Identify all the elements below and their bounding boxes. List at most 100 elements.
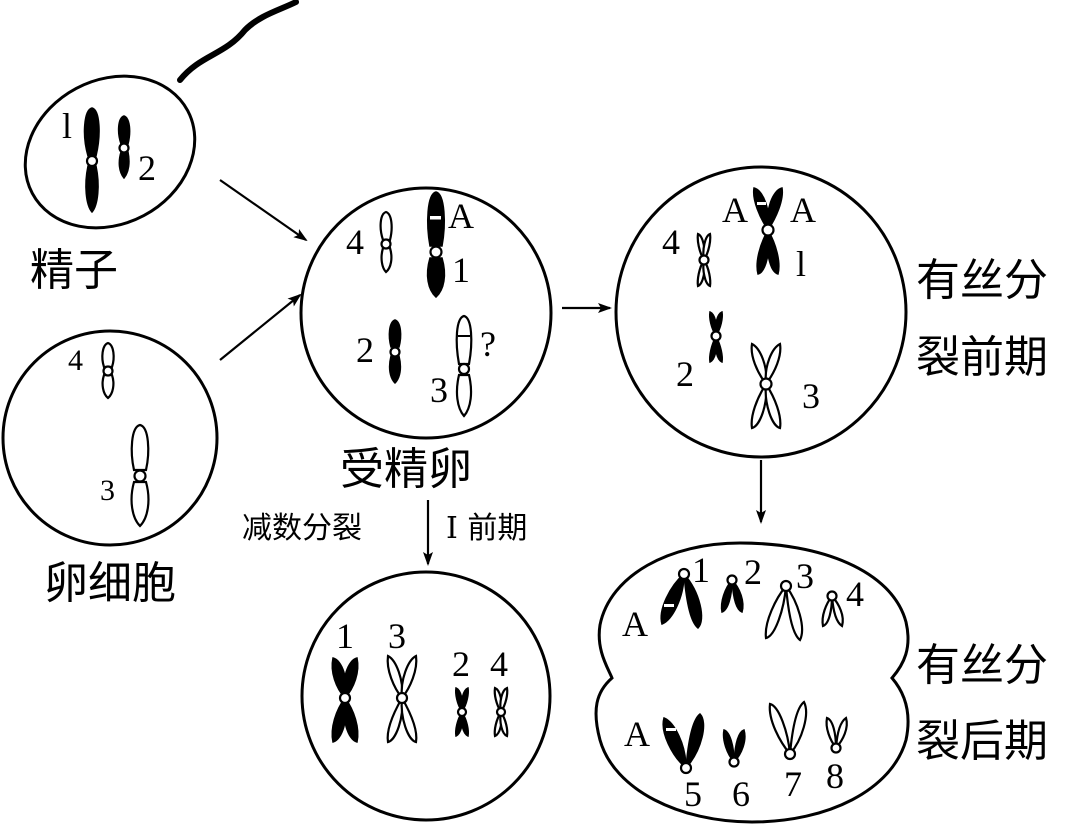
centromere-icon — [710, 330, 722, 342]
anaphase-label-3: 3 — [796, 556, 814, 596]
anaphase-label-5: 5 — [684, 774, 702, 814]
anaphase-caption-line2: 裂后期 — [916, 716, 1048, 767]
anaphase-label-a-top: A — [622, 604, 648, 644]
anaphase-caption-line1: 有丝分 — [916, 640, 1048, 691]
anaphase-label-6: 6 — [732, 774, 750, 814]
prophase-label-a-right: A — [790, 190, 816, 230]
prophase-chromosome-3 — [750, 342, 782, 430]
meiosis-label-1: 1 — [336, 616, 354, 656]
centromere-icon — [679, 761, 693, 775]
egg-chromosome-3 — [130, 423, 150, 528]
egg-cell: 4 3 — [1, 329, 219, 547]
centromere-icon — [118, 142, 130, 154]
anaphase-bottom-chromosome-8 — [825, 716, 848, 754]
sperm-caption: 精子 — [30, 245, 118, 296]
egg-chromosome-4 — [101, 341, 115, 400]
centromere-icon — [761, 223, 775, 237]
sperm-label-2: 2 — [138, 148, 156, 188]
egg-label-4: 4 — [68, 344, 83, 377]
centromere-icon — [728, 756, 740, 768]
centromere-icon — [759, 377, 773, 391]
centromere-icon — [85, 154, 99, 168]
prophase-caption-line2: 裂前期 — [916, 332, 1048, 383]
zygote-chromosome-3 — [455, 314, 473, 418]
centromere-icon — [395, 691, 409, 705]
centromere-icon — [495, 706, 507, 718]
meiosis-label-2: 2 — [452, 644, 470, 684]
zygote-chromosome-1 — [426, 191, 446, 298]
anaphase-top-chromosome-3 — [764, 579, 804, 642]
zygote-label-4: 4 — [346, 222, 364, 262]
anaphase-label-2: 2 — [744, 552, 762, 592]
prophase-chromosome-1 — [752, 187, 784, 275]
prophase-label-4: 4 — [662, 222, 680, 262]
prophase-label-2: 2 — [676, 354, 694, 394]
meiosis-arrow-label-left: 减数分裂 — [242, 511, 362, 546]
anaphase-bottom-chromosome-6 — [722, 729, 746, 768]
zygote-label-2: 2 — [356, 330, 374, 370]
mitosis-prophase-cell: 4 A A l 2 3 — [614, 165, 908, 459]
centromere-icon — [133, 469, 147, 483]
anaphase-label-7: 7 — [784, 764, 802, 804]
centromere-icon — [429, 245, 443, 259]
centromere-icon — [457, 362, 471, 376]
anaphase-top-chromosome-2 — [720, 574, 744, 613]
zygote-label-1: 1 — [452, 250, 470, 290]
centromere-icon — [102, 365, 114, 377]
meiosis-chromosome-3 — [386, 654, 418, 744]
anaphase-label-8: 8 — [826, 756, 844, 796]
zygote-chromosome-4 — [379, 210, 393, 274]
prophase-chromosome-4 — [696, 232, 712, 288]
anaphase-top-chromosome-4 — [821, 590, 844, 628]
prophase-chromosome-2 — [709, 310, 723, 364]
zygote-caption: 受精卵 — [340, 444, 472, 495]
anaphase-bottom-chromosome-7 — [768, 700, 808, 761]
centromere-icon — [826, 590, 838, 602]
centromere-icon — [783, 747, 797, 761]
meiosis-label-3: 3 — [388, 616, 406, 656]
anaphase-label-4: 4 — [846, 574, 864, 614]
centromere-icon — [380, 238, 392, 250]
prophase-label-a-left: A — [722, 190, 748, 230]
centromere-icon — [677, 567, 691, 581]
arrow-egg-to-zygote — [219, 293, 302, 361]
zygote-label-a: A — [448, 196, 474, 236]
sperm-chromosome-2 — [117, 115, 131, 180]
prophase-cell-membrane — [614, 165, 908, 459]
prophase-label-3: 3 — [802, 376, 820, 416]
zygote-chromosome-2 — [388, 319, 402, 385]
meiosis-arrow-label-right: I 前期 — [446, 511, 527, 546]
anaphase-label-1: 1 — [692, 550, 710, 590]
anaphase-label-a-bottom: A — [624, 714, 650, 754]
zygote-label-question: ? — [480, 324, 496, 364]
centromere-icon — [389, 346, 401, 358]
meiosis-chromosome-1 — [331, 657, 359, 743]
centromere-icon — [830, 742, 842, 754]
arrow-sperm-to-zygote — [219, 179, 308, 242]
centromere-icon — [456, 706, 468, 718]
anaphase-bottom-chromosome-5 — [662, 713, 705, 775]
meiosis-cell-membrane — [300, 570, 552, 822]
meiosis-prophase-cell: 1 3 2 4 — [300, 570, 552, 822]
zygote-cell: 4 A 1 2 ? 3 — [299, 186, 553, 440]
prophase-label-1: l — [796, 244, 806, 284]
meiosis-chromosome-2 — [455, 686, 469, 738]
sperm-cell-membrane — [23, 74, 197, 230]
zygote-label-3: 3 — [430, 370, 448, 410]
egg-label-3: 3 — [100, 474, 115, 507]
prophase-caption-line1: 有丝分 — [916, 255, 1048, 306]
flagellum-icon — [177, 0, 299, 83]
sperm-cell: l 2 — [23, 0, 299, 230]
centromere-icon — [698, 254, 710, 266]
mitosis-anaphase-cell: A 1 2 3 4 A 5 6 7 8 — [594, 541, 910, 824]
centromere-icon — [726, 574, 738, 586]
meiosis-chromosome-4 — [493, 686, 509, 738]
sperm-chromosome-1 — [83, 107, 100, 214]
centromere-icon — [779, 579, 793, 593]
egg-caption: 卵细胞 — [44, 558, 176, 609]
egg-cell-membrane — [1, 329, 219, 547]
sperm-label-1: l — [62, 106, 72, 146]
meiosis-label-4: 4 — [490, 644, 508, 684]
anaphase-top-chromosome-1 — [660, 567, 703, 629]
